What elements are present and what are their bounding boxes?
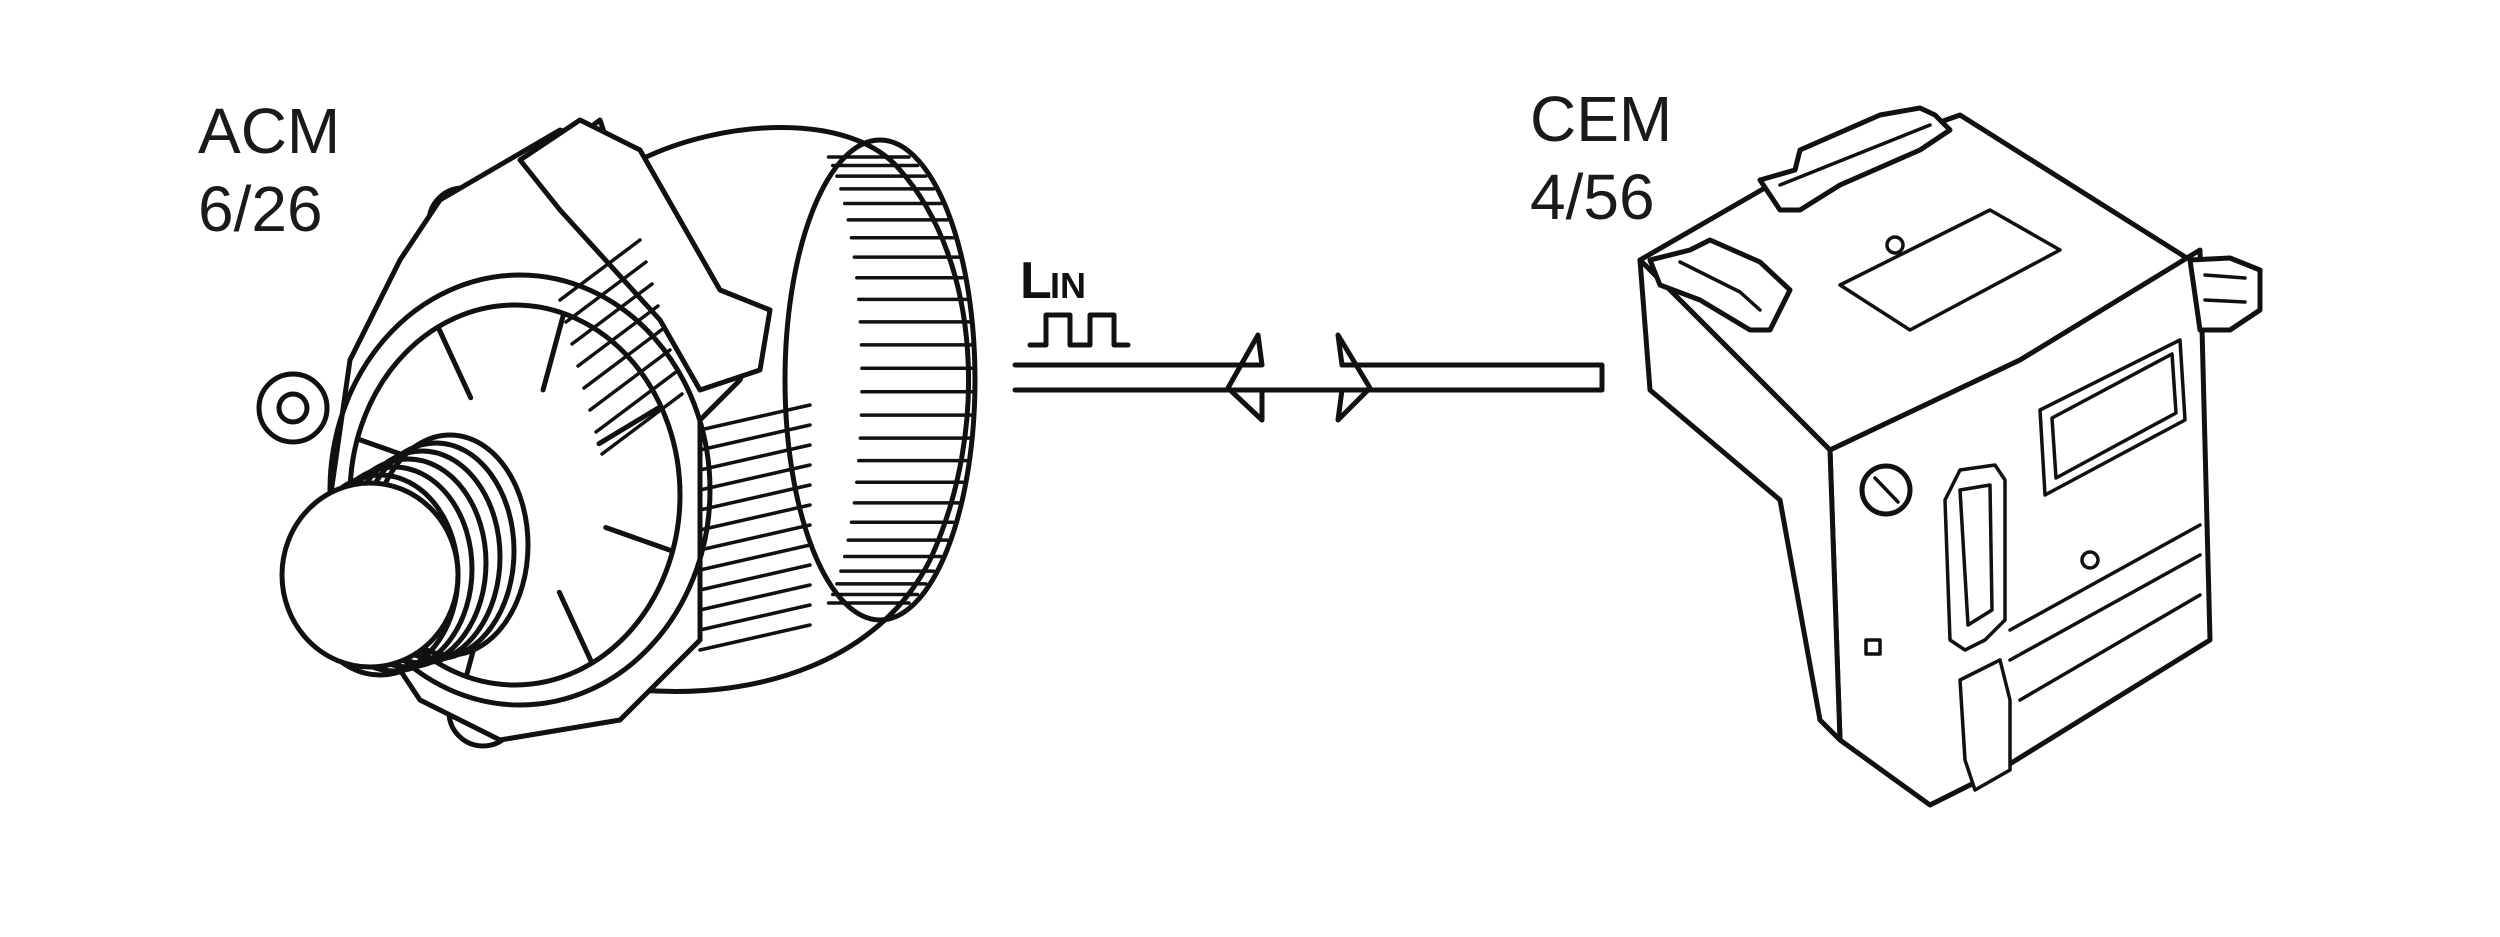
cem-module-illustration [1637,105,2263,808]
cem-pin: 4/56 [1530,161,1655,233]
acm-pin: 6/26 [198,173,323,245]
acm-label: ACM 6/26 [198,92,340,248]
alternator-illustration [256,117,978,749]
mounting-ear-left [256,371,330,445]
side-vent-slats [558,238,812,652]
lin-bus-symbol: L IN [1012,252,1605,423]
bidirectional-arrow [1012,332,1605,423]
cem-name: CEM [1530,83,1673,155]
lin-small-letters: IN [1050,265,1086,306]
pulley-cap [279,480,461,670]
lin-square-wave-icon [1027,312,1131,348]
rear-cooling-fins [826,155,974,605]
cem-window [2038,338,2187,497]
cem-label: CEM 4/56 [1530,80,1672,236]
acm-name: ACM [198,95,341,167]
lin-cap-letter: L [1020,252,1052,310]
